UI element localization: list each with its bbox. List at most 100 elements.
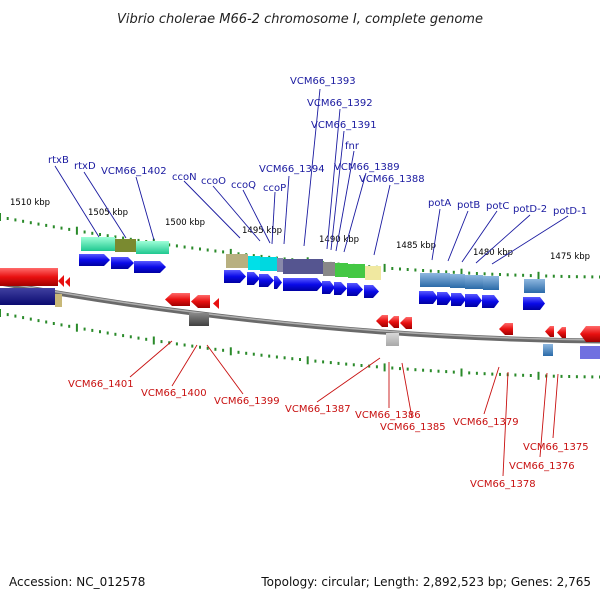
minor-tick <box>260 353 263 357</box>
gene-label-fnr[interactable]: fnr <box>345 141 360 152</box>
gene-label-VCM66_1387[interactable]: VCM66_1387 <box>285 404 351 415</box>
feature-potA[interactable] <box>420 273 450 287</box>
gene-arrow-fwd[interactable] <box>523 297 545 310</box>
minor-tick <box>322 360 325 364</box>
feature-VCM66_1392[interactable] <box>335 263 348 277</box>
gene-arrow-fwd[interactable] <box>322 281 335 294</box>
gene-arrow-fwd[interactable] <box>259 274 274 287</box>
gene-label-potD-2[interactable]: potD-2 <box>513 204 547 215</box>
feature-rtxD[interactable] <box>115 239 136 252</box>
gene-label-VCM66_1400[interactable]: VCM66_1400 <box>141 388 207 399</box>
gene-arrow-rev[interactable] <box>580 326 600 342</box>
gene-bar-rev[interactable] <box>0 268 58 286</box>
gene-arrow-fwd[interactable] <box>334 282 347 295</box>
gene-label-VCM66_1394[interactable]: VCM66_1394 <box>259 164 325 175</box>
gene-label-VCM66_1401[interactable]: VCM66_1401 <box>68 379 134 390</box>
gene-label-VCM66_1388[interactable]: VCM66_1388 <box>359 174 425 185</box>
gene-label-VCM66_1392[interactable]: VCM66_1392 <box>307 98 373 109</box>
gene-arrow-rev[interactable] <box>191 295 210 308</box>
gene-arrow-fwd[interactable] <box>419 291 438 304</box>
gene-arrow-fwd[interactable] <box>111 257 134 269</box>
gene-arrow-fwd[interactable] <box>364 285 379 298</box>
minor-tick <box>137 336 140 340</box>
feature-ccoO[interactable] <box>248 256 260 270</box>
gene-arrow-rev[interactable] <box>499 323 513 335</box>
feature-ccoP[interactable] <box>277 258 283 272</box>
gene-arrow-rev[interactable] <box>545 326 554 337</box>
gene-label-VCM66_1402[interactable]: VCM66_1402 <box>101 166 167 177</box>
gene-label-ccoQ[interactable]: ccoQ <box>231 180 256 191</box>
gene-arrow-rev[interactable] <box>376 315 388 327</box>
gene-arrow-fwd[interactable] <box>482 295 499 308</box>
minor-tick <box>191 246 194 250</box>
feature-VCM66_1375[interactable] <box>580 346 600 359</box>
gene-arrow-fwd[interactable] <box>274 276 282 289</box>
feature-VCM66_1376[interactable] <box>543 344 553 356</box>
feature-VCM66_1386[interactable] <box>386 333 399 346</box>
feature-VCM66_1402[interactable] <box>136 241 169 254</box>
gene-label-potB[interactable]: potB <box>457 200 480 211</box>
gene-label-ccoO[interactable]: ccoO <box>201 176 226 187</box>
gene-arrow-rev[interactable] <box>557 327 566 338</box>
gene-label-VCM66_1391[interactable]: VCM66_1391 <box>311 120 377 131</box>
gene-label-VCM66_1376[interactable]: VCM66_1376 <box>509 461 575 472</box>
minor-tick <box>68 227 71 231</box>
feature-bar-khaki[interactable] <box>55 294 62 307</box>
gene-label-VCM66_1386[interactable]: VCM66_1386 <box>355 410 421 421</box>
gene-arrow-rev[interactable] <box>213 298 219 309</box>
feature-VCM66_1394[interactable] <box>283 259 323 274</box>
gene-label-VCM66_1393[interactable]: VCM66_1393 <box>290 76 356 87</box>
feature-VCM66_1393[interactable] <box>323 262 335 276</box>
gene-label-potA[interactable]: potA <box>428 198 451 209</box>
feature-potC[interactable] <box>465 275 483 289</box>
feature-VCM66_1391[interactable] <box>348 264 365 278</box>
feature-potD-1[interactable] <box>524 279 545 293</box>
minor-tick <box>168 341 171 345</box>
gene-arrow-rev[interactable] <box>58 275 64 287</box>
gene-label-rtxD[interactable]: rtxD <box>74 161 96 172</box>
gene-arrow-fwd[interactable] <box>134 261 166 273</box>
minor-tick <box>14 314 17 318</box>
feature-bar-navy[interactable] <box>0 288 55 305</box>
feature-ccoN[interactable] <box>226 254 248 268</box>
minor-tick <box>45 223 48 227</box>
gene-arrow-fwd[interactable] <box>465 294 482 307</box>
feature-fnr[interactable] <box>365 266 381 280</box>
gene-arrow-rev[interactable] <box>165 293 190 306</box>
gene-label-potC[interactable]: potC <box>486 201 509 212</box>
gene-arrow-fwd[interactable] <box>224 270 246 283</box>
gene-arrow-fwd[interactable] <box>451 293 466 306</box>
gene-arrow-fwd[interactable] <box>79 254 110 266</box>
gene-label-VCM66_1375[interactable]: VCM66_1375 <box>523 442 589 453</box>
minor-tick <box>22 219 25 223</box>
minor-tick <box>168 243 171 247</box>
gene-label-VCM66_1379[interactable]: VCM66_1379 <box>453 417 519 428</box>
feature-rtxB[interactable] <box>81 237 115 251</box>
gene-label-VCM66_1389[interactable]: VCM66_1389 <box>334 162 400 173</box>
gene-arrow-rev[interactable] <box>400 317 412 329</box>
gene-label-potD-1[interactable]: potD-1 <box>553 206 587 217</box>
minor-tick <box>199 345 201 349</box>
gene-label-ccoN[interactable]: ccoN <box>172 172 197 183</box>
gene-label-rtxB[interactable]: rtxB <box>48 155 69 166</box>
gene-arrow-rev[interactable] <box>65 277 70 287</box>
gene-arrow-fwd[interactable] <box>347 283 363 296</box>
feature-potD-2[interactable] <box>483 276 499 290</box>
gene-label-VCM66_1399[interactable]: VCM66_1399 <box>214 396 280 407</box>
minor-tick <box>6 313 9 317</box>
minor-tick <box>545 274 548 278</box>
feature-ccoQ[interactable] <box>260 257 277 271</box>
gene-arrow-fwd[interactable] <box>437 292 452 305</box>
gene-arrow-fwd[interactable] <box>283 278 323 291</box>
gene-label-ccoP[interactable]: ccoP <box>263 183 286 194</box>
minor-tick <box>206 346 209 350</box>
gene-label-VCM66_1378[interactable]: VCM66_1378 <box>470 479 536 490</box>
scale-label: 1495 kbp <box>242 226 282 236</box>
feature-potB[interactable] <box>450 274 465 288</box>
gene-arrow-fwd[interactable] <box>247 272 260 285</box>
minor-tick <box>445 270 448 274</box>
gene-label-VCM66_1385[interactable]: VCM66_1385 <box>380 422 446 433</box>
minor-tick <box>199 247 201 251</box>
gene-arrow-rev[interactable] <box>388 316 399 328</box>
feature-VCM66_1399[interactable] <box>189 313 209 326</box>
